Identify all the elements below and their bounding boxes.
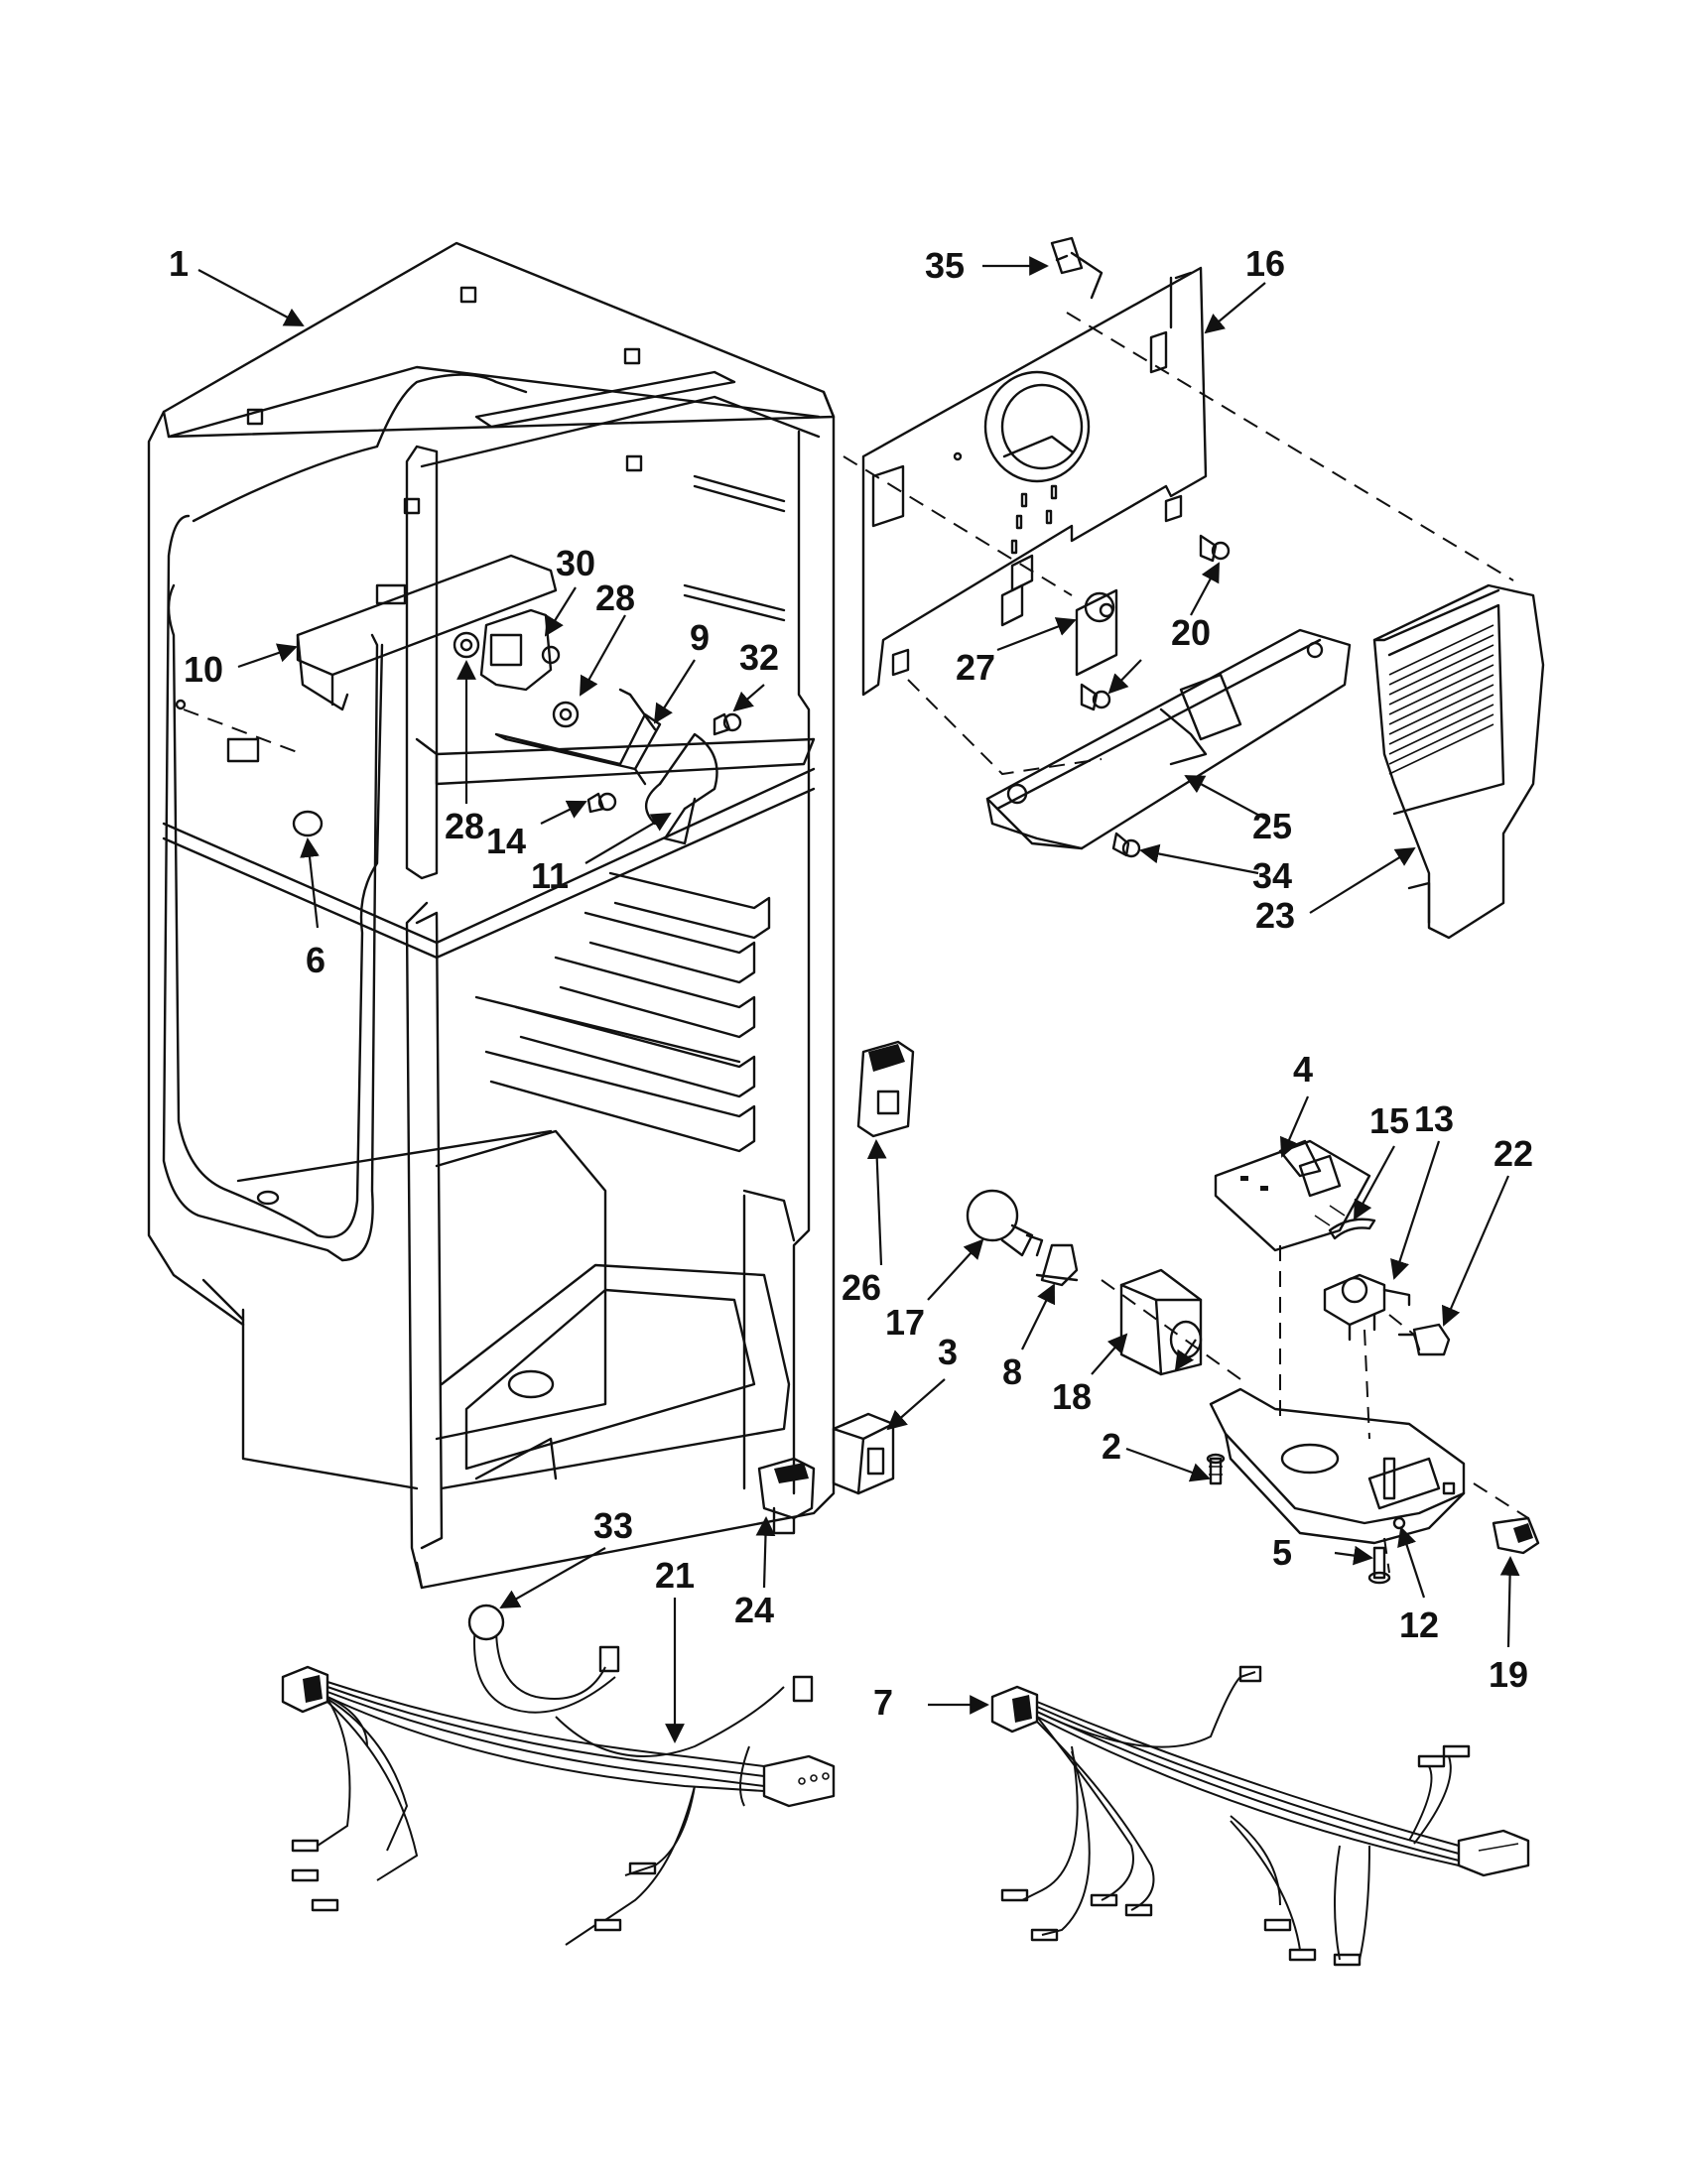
cabinet-liner <box>147 241 836 1590</box>
rear-panel-assembly <box>843 236 1514 776</box>
callout-22: 22 <box>1493 1133 1533 1174</box>
callout-7: 7 <box>873 1682 893 1723</box>
callout-24: 24 <box>734 1590 774 1630</box>
callout-14: 14 <box>486 821 526 861</box>
callout-5: 5 <box>1272 1532 1292 1573</box>
electrical-components <box>757 1040 1540 1585</box>
callout-17: 17 <box>885 1302 925 1343</box>
callout-34: 34 <box>1252 855 1292 896</box>
callout-35: 35 <box>925 245 965 286</box>
callout-25: 25 <box>1252 806 1292 846</box>
wire-harness-7 <box>990 1665 1530 1967</box>
callout-4: 4 <box>1293 1049 1313 1090</box>
callout-3: 3 <box>938 1332 958 1372</box>
air-diffuser-cover <box>1372 583 1545 940</box>
callout-10: 10 <box>184 649 223 690</box>
callout-15: 15 <box>1369 1100 1409 1141</box>
callout-6: 6 <box>306 940 325 980</box>
callout-33: 33 <box>593 1505 633 1546</box>
callout-28b: 28 <box>595 578 635 618</box>
callout-9: 9 <box>690 617 710 658</box>
callout-27: 27 <box>956 647 995 688</box>
callout-16: 16 <box>1245 243 1285 284</box>
callout-2: 2 <box>1102 1426 1121 1467</box>
callout-1: 1 <box>169 243 189 284</box>
callout-19: 19 <box>1489 1654 1528 1695</box>
leader-lines <box>197 256 1520 1743</box>
callout-12: 12 <box>1399 1605 1439 1645</box>
air-damper-control <box>292 608 742 845</box>
callout-11: 11 <box>531 855 569 896</box>
air-duct <box>985 628 1352 858</box>
callout-21: 21 <box>655 1555 695 1596</box>
callout-26: 26 <box>842 1267 881 1308</box>
shelf-rails <box>474 871 771 1153</box>
callout-30: 30 <box>556 543 595 583</box>
callout-20: 20 <box>1171 612 1211 653</box>
wire-harness-21 <box>281 1604 836 1946</box>
callout-8: 8 <box>1002 1351 1022 1392</box>
callout-28a: 28 <box>445 806 484 846</box>
callout-18: 18 <box>1052 1376 1092 1417</box>
callout-13: 13 <box>1414 1098 1454 1139</box>
callout-32: 32 <box>739 637 779 678</box>
callout-23: 23 <box>1255 895 1295 936</box>
callout-labels: 1 2 3 4 5 6 7 8 9 10 11 12 13 14 15 16 1… <box>169 243 1533 1723</box>
